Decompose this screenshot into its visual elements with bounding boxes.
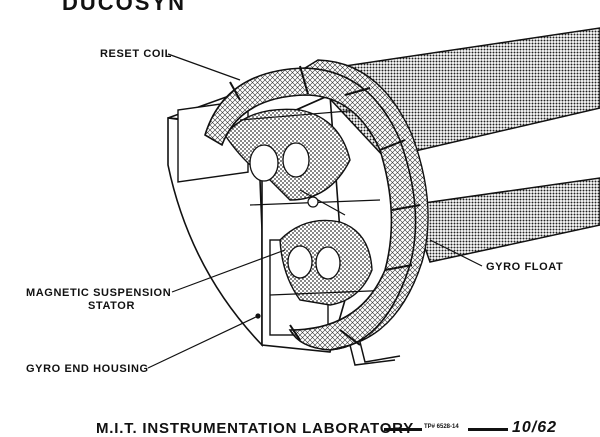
footer-rule-left [384, 428, 422, 431]
footer-code: TP# 6528-14 [424, 424, 459, 430]
leader-reset-coil [167, 53, 241, 81]
label-magnetic-suspension-line2: STATOR [88, 300, 135, 312]
magnetic-suspension-stator-upper [224, 108, 351, 201]
magnetic-suspension-stator-lower [279, 219, 373, 306]
label-gyro-end-housing: GYRO END HOUSING [26, 363, 149, 375]
label-magnetic-suspension-line1: MAGNETIC SUSPENSION [26, 287, 172, 299]
leader-lines [147, 53, 483, 369]
footer-rule-right [468, 428, 508, 431]
gyro-float-lower [408, 177, 600, 263]
lead-wires [349, 341, 401, 366]
leader-gyro-end-housing [147, 315, 259, 369]
diagram-title: DUCOSYN [62, 0, 187, 15]
leader-magnetic-suspension [171, 249, 286, 293]
label-gyro-float: GYRO FLOAT [486, 261, 564, 273]
footer-date: 10/62 [512, 419, 558, 436]
label-reset-coil: RESET COIL [100, 48, 173, 60]
footer-lab-name: M.I.T. INSTRUMENTATION LABORATORY [96, 420, 415, 437]
leader-gyro-float [429, 239, 483, 267]
reset-coil-ring [204, 59, 429, 351]
